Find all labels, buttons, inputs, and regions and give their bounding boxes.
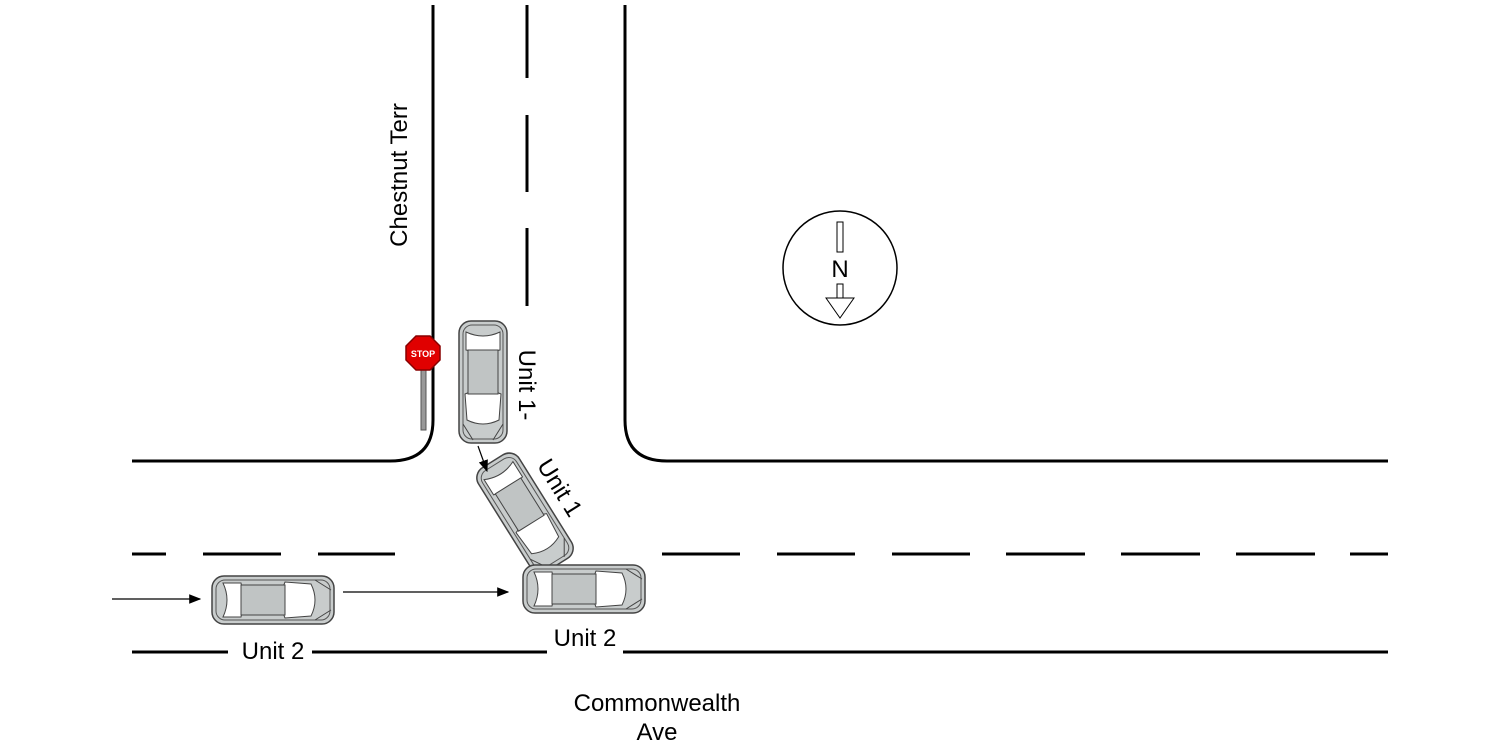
unit2-impact-vehicle [522, 564, 646, 614]
unit1-pre-vehicle [458, 320, 508, 444]
compass-label: N [831, 256, 848, 283]
road-edges [132, 5, 1388, 654]
stop-sign: STOP [405, 335, 441, 431]
unit1-path-arrow [477, 445, 488, 473]
center-lines [132, 5, 1388, 556]
movement-arrows [112, 445, 510, 604]
chestnut-east-edge [623, 5, 1388, 463]
chestnut-west-edge [132, 5, 435, 463]
commonwealth-label-line2: Ave [637, 719, 678, 746]
stop-sign-label: STOP [411, 349, 435, 359]
north-arrow: N [782, 210, 898, 326]
unit2-impact-label: Unit 2 [554, 625, 617, 652]
unit1-pre-label: Unit 1- [513, 350, 540, 421]
unit2-pre-vehicle [211, 575, 335, 625]
commonwealth-label-line1: Commonwealth [574, 690, 741, 717]
unit2-pre-label: Unit 2 [242, 638, 305, 665]
chestnut-terr-label: Chestnut Terr [386, 103, 413, 247]
